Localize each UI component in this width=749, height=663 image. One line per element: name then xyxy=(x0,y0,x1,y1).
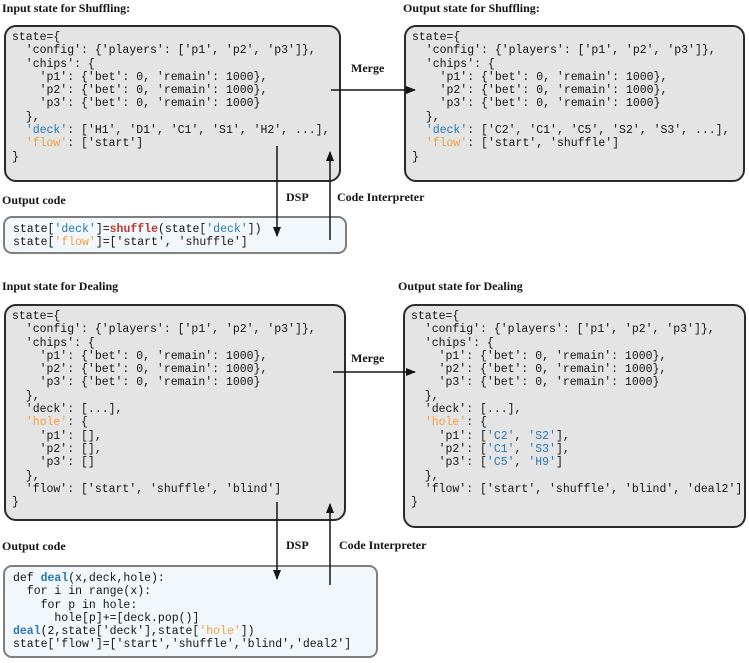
deal-output-code-title: Output code xyxy=(2,539,66,553)
deal-output-title: Output state for Dealing xyxy=(398,279,523,293)
code-line: def deal(x,deck,hole): xyxy=(13,572,165,585)
code-line: 'p2': ['C1', 'S3'], xyxy=(411,442,570,456)
merge-label-shuffle: Merge xyxy=(351,61,385,75)
code-line: 'p2': [], xyxy=(12,442,102,456)
code-line: 'p1': {'bet': 0, 'remain': 1000}, xyxy=(411,349,667,363)
code-line: 'p2': {'bet': 0, 'remain': 1000}, xyxy=(12,363,268,377)
code-line: }, xyxy=(12,469,40,483)
code-line: state['flow']=['start', 'shuffle'] xyxy=(13,236,248,250)
code-line: state={ xyxy=(12,310,61,323)
code-line: }, xyxy=(411,389,439,403)
code-line: 'flow': ['start'] xyxy=(25,137,144,151)
code-line: 'p1': {'bet': 0, 'remain': 1000}, xyxy=(412,70,668,84)
shuffle-input-title: Input state for Shuffling: xyxy=(2,1,131,15)
code-line: 'p3': {'bet': 0, 'remain': 1000} xyxy=(12,97,261,111)
code-line: 'hole': { xyxy=(25,416,88,430)
code-line: 'chips': { xyxy=(12,336,95,350)
code-line: 'chips': { xyxy=(411,336,494,350)
code-line: 'deck': ['H1', 'D1', 'C1', 'S1', 'H2', .… xyxy=(25,124,330,138)
code-line: 'p1': ['C2', 'S2'], xyxy=(411,429,570,443)
code-line: state={ xyxy=(411,310,460,323)
code-line: state={ xyxy=(12,31,61,44)
code-line: }, xyxy=(12,389,40,403)
code-interpreter-label-deal: Code Interpreter xyxy=(339,538,427,552)
code-interpreter-label-shuffle: Code Interpreter xyxy=(337,190,425,204)
code-line: }, xyxy=(12,110,40,124)
code-line: for p in hole: xyxy=(13,598,138,612)
code-line: 'config': {'players': ['p1', 'p2', 'p3']… xyxy=(12,323,316,337)
deal-output-code-box: def deal(x,deck,hole): for i in range(x)… xyxy=(3,565,378,658)
code-line: } xyxy=(412,150,419,164)
code-line: 'chips': { xyxy=(12,57,95,71)
code-line: 'p3': ['C5', 'H9'] xyxy=(411,456,563,470)
code-line: state['flow']=['start','shuffle','blind'… xyxy=(13,638,352,652)
code-line: 'flow': ['start', 'shuffle', 'blind', 'd… xyxy=(411,482,743,496)
code-line: state['deck']=shuffle(state['deck']) xyxy=(13,223,262,236)
code-line: }, xyxy=(412,110,440,124)
code-line: 'p3': [] xyxy=(12,456,95,470)
shuffle-output-title: Output state for Shuffling: xyxy=(403,1,540,15)
shuffle-output-state-box: state={ 'config': {'players': ['p1', 'p2… xyxy=(404,25,745,182)
shuffle-output-code-box: state['deck']=shuffle(state['deck'])stat… xyxy=(3,216,347,254)
merge-label-deal: Merge xyxy=(351,351,385,365)
code-line: 'p3': {'bet': 0, 'remain': 1000} xyxy=(411,376,660,390)
deal-output-state-box: state={ 'config': {'players': ['p1', 'p2… xyxy=(403,304,746,528)
code-line: 'p3': {'bet': 0, 'remain': 1000} xyxy=(12,376,261,390)
code-line: 'config': {'players': ['p1', 'p2', 'p3']… xyxy=(412,44,716,58)
deal-input-state-box: state={ 'config': {'players': ['p1', 'p2… xyxy=(4,304,346,521)
code-line: 'p2': {'bet': 0, 'remain': 1000}, xyxy=(411,363,667,377)
code-line: 'chips': { xyxy=(412,57,495,71)
code-line: 'deck': [...], xyxy=(12,403,123,417)
code-line: }, xyxy=(411,469,439,483)
code-line: deal(2,state['deck'],state['hole']) xyxy=(13,625,255,639)
code-line: 'deck': ['C2', 'C1', 'C5', 'S2', 'S3', .… xyxy=(425,124,730,138)
code-line: hole[p]+=[deck.pop()] xyxy=(13,611,200,625)
code-line: } xyxy=(12,150,19,164)
code-line: 'config': {'players': ['p1', 'p2', 'p3']… xyxy=(12,44,316,58)
code-line: 'p2': {'bet': 0, 'remain': 1000}, xyxy=(412,84,668,98)
code-line: 'p1': {'bet': 0, 'remain': 1000}, xyxy=(12,70,268,84)
dsp-label-deal: DSP xyxy=(286,538,309,552)
shuffle-input-state-box: state={ 'config': {'players': ['p1', 'p2… xyxy=(4,25,341,182)
dsp-label-shuffle: DSP xyxy=(286,190,309,204)
code-line: 'flow': ['start', 'shuffle'] xyxy=(425,137,620,151)
code-line: 'p1': [], xyxy=(12,429,102,443)
shuffle-output-code-title: Output code xyxy=(2,193,66,207)
code-line: 'deck': [...], xyxy=(411,403,522,417)
code-line: 'config': {'players': ['p1', 'p2', 'p3']… xyxy=(411,323,715,337)
code-line: for i in range(x): xyxy=(13,585,152,599)
code-line: 'p3': {'bet': 0, 'remain': 1000} xyxy=(412,97,661,111)
code-line: 'flow': ['start', 'shuffle', 'blind'] xyxy=(12,482,282,496)
code-line: 'hole': { xyxy=(424,416,487,430)
code-line: 'p2': {'bet': 0, 'remain': 1000}, xyxy=(12,84,268,98)
code-line: 'p1': {'bet': 0, 'remain': 1000}, xyxy=(12,349,268,363)
code-line: } xyxy=(12,496,19,510)
code-line: } xyxy=(411,496,418,510)
deal-input-title: Input state for Dealing xyxy=(2,279,119,293)
code-line: state={ xyxy=(412,31,461,44)
